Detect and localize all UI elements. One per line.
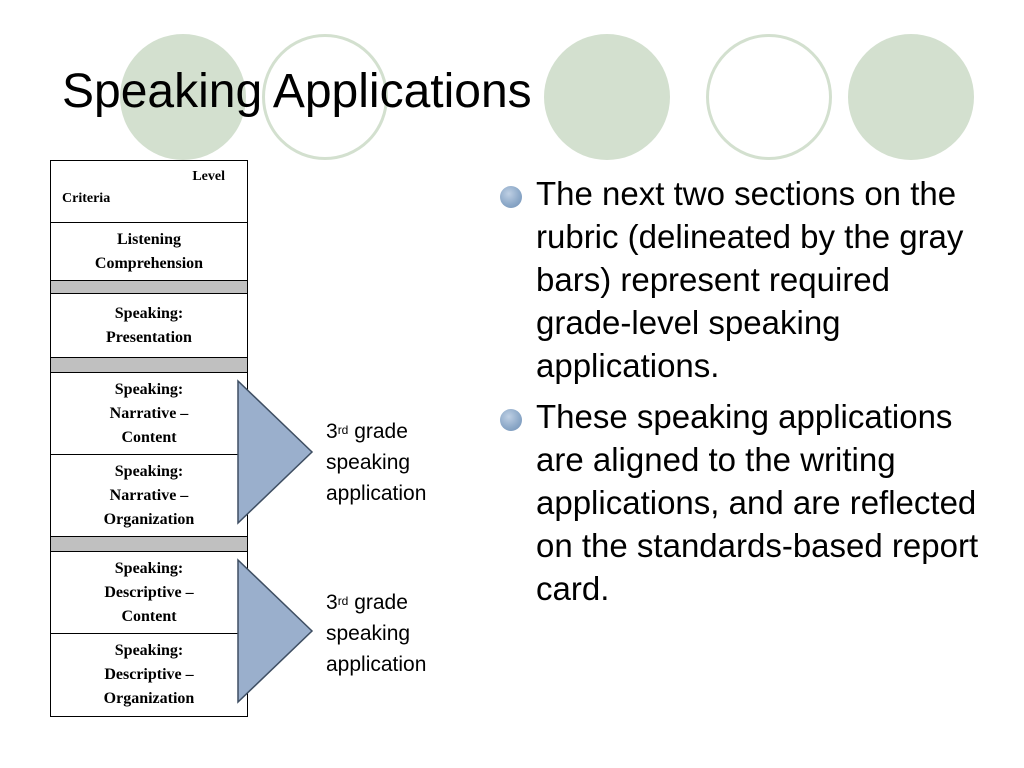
rubric-divider bbox=[50, 536, 248, 552]
rubric-row: Speaking: Descriptive – Content bbox=[50, 551, 248, 634]
decor-circle-2 bbox=[262, 34, 388, 160]
rubric-row: Listening Comprehension bbox=[50, 222, 248, 281]
rubric-divider bbox=[50, 280, 248, 294]
bullet-list: The next two sections on the rubric (del… bbox=[500, 172, 990, 618]
grade-callout: 3rd grade speaking application bbox=[326, 416, 426, 509]
rubric-row: Speaking: Narrative – Content bbox=[50, 372, 248, 455]
rubric-divider bbox=[50, 357, 248, 373]
rubric-header: Level Criteria bbox=[50, 160, 248, 223]
rubric-row: Speaking: Narrative – Organization bbox=[50, 454, 248, 537]
decor-circle-4 bbox=[706, 34, 832, 160]
grade-callout-line1: 3rd grade bbox=[326, 420, 408, 443]
slide-title: Speaking Applications bbox=[62, 65, 532, 118]
rubric-row: Speaking: Descriptive – Organization bbox=[50, 633, 248, 717]
rubric-table: Level Criteria Listening Comprehension S… bbox=[50, 160, 248, 717]
rubric-row: Speaking: Presentation bbox=[50, 293, 248, 358]
grade-callout-line2: speaking bbox=[326, 622, 411, 645]
decor-circle-3 bbox=[544, 34, 670, 160]
grade-callout: 3rd grade speaking application bbox=[326, 587, 426, 680]
bullet-text: The next two sections on the rubric (del… bbox=[536, 175, 964, 384]
bullet-dot-icon bbox=[500, 186, 522, 208]
chevron-arrow-icon bbox=[236, 558, 314, 704]
decor-circle-5 bbox=[848, 34, 974, 160]
grade-callout-line3: application bbox=[326, 653, 427, 676]
bullet-item: The next two sections on the rubric (del… bbox=[500, 172, 990, 387]
header-level: Level bbox=[192, 169, 225, 184]
grade-callout-line2: speaking bbox=[326, 451, 411, 474]
chevron-arrow-icon bbox=[236, 379, 314, 525]
grade-callout-line3: application bbox=[326, 482, 427, 505]
grade-callout-line1: 3rd grade bbox=[326, 591, 408, 614]
decor-circle-1 bbox=[120, 34, 246, 160]
bullet-item: These speaking applications are aligned … bbox=[500, 395, 990, 610]
bullet-dot-icon bbox=[500, 409, 522, 431]
header-criteria: Criteria bbox=[62, 191, 111, 206]
bullet-text: These speaking applications are aligned … bbox=[536, 398, 979, 607]
